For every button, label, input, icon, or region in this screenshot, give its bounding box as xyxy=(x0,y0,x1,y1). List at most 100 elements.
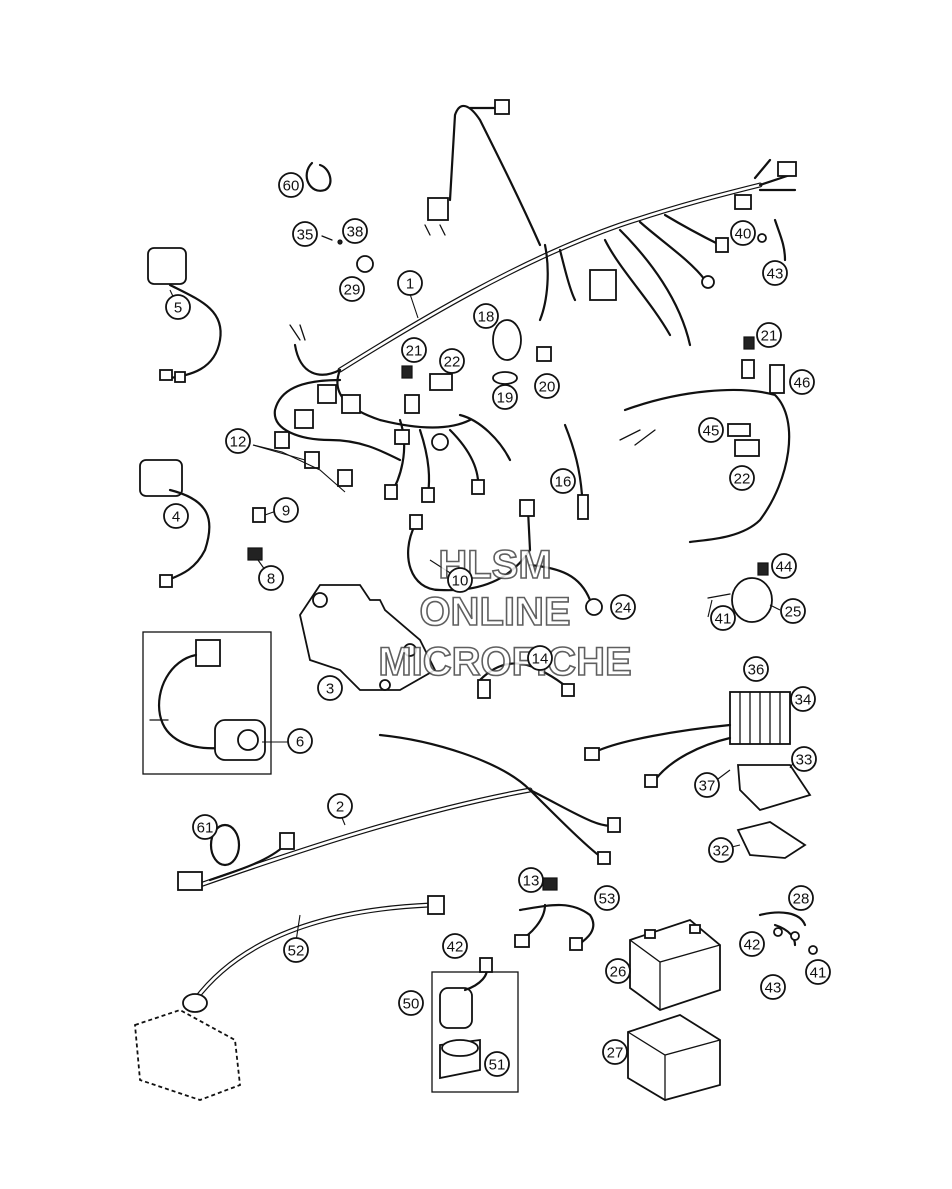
callout-35: 35 xyxy=(292,221,318,247)
handlebar-switch-5 xyxy=(147,247,222,383)
callout-circle xyxy=(610,594,636,620)
callout-22: 22 xyxy=(729,465,755,491)
battery-26 xyxy=(629,918,721,1012)
callout-2: 2 xyxy=(327,793,353,819)
callout-circle xyxy=(398,990,424,1016)
callout-3: 3 xyxy=(317,675,343,701)
callout-label: 41 xyxy=(715,611,732,628)
callout-circle xyxy=(273,497,299,523)
callout-label: 16 xyxy=(555,474,572,491)
callout-8: 8 xyxy=(258,565,284,591)
callout-26: 26 xyxy=(605,958,631,984)
callout-13: 13 xyxy=(518,867,544,893)
handlebar-switch-4 xyxy=(139,459,211,588)
callout-circle xyxy=(788,885,814,911)
callout-label: 43 xyxy=(767,266,784,283)
watermark-line-2: ONLINE xyxy=(419,590,570,634)
callout-circle xyxy=(492,384,518,410)
callout-label: 21 xyxy=(406,343,423,360)
callout-circle xyxy=(192,814,218,840)
callout-14: 14 xyxy=(527,645,553,671)
callout-label: 44 xyxy=(776,559,793,576)
callout-28: 28 xyxy=(788,885,814,911)
mounting-bracket-3 xyxy=(299,584,437,691)
callout-circle xyxy=(163,503,189,529)
starter-relay-assembly xyxy=(431,957,519,1093)
callout-circle xyxy=(730,220,756,246)
watermark: HLSM ONLINE MICROFICHE xyxy=(378,542,633,685)
callout-9: 9 xyxy=(273,497,299,523)
callout-circle xyxy=(258,565,284,591)
callout-25: 25 xyxy=(780,598,806,624)
watermark-line-3: MICROFICHE xyxy=(378,640,631,684)
switch-assembly-6 xyxy=(142,631,272,775)
callout-label: 37 xyxy=(699,778,716,795)
callout-32: 32 xyxy=(708,837,734,863)
callout-circle xyxy=(278,172,304,198)
callout-label: 34 xyxy=(795,692,812,709)
small-parts xyxy=(247,161,787,576)
callout-label: 3 xyxy=(326,681,334,698)
callout-circle xyxy=(397,270,423,296)
callout-label: 52 xyxy=(288,943,305,960)
callout-circle xyxy=(791,746,817,772)
callout-circle xyxy=(484,1051,510,1077)
callout-label: 8 xyxy=(267,571,275,588)
regulator-34 xyxy=(584,691,791,788)
sub-harness-2 xyxy=(177,733,621,891)
callout-circle xyxy=(789,369,815,395)
callout-circle xyxy=(762,260,788,286)
callout-24: 24 xyxy=(610,594,636,620)
callout-label: 13 xyxy=(523,873,540,890)
callout-5: 5 xyxy=(165,294,191,320)
callout-46: 46 xyxy=(789,369,815,395)
callout-label: 35 xyxy=(297,227,314,244)
callout-label: 1 xyxy=(406,276,414,293)
battery-case-27 xyxy=(627,1014,721,1101)
callout-label: 25 xyxy=(785,604,802,621)
callout-12: 12 xyxy=(225,428,251,454)
callout-label: 2 xyxy=(336,799,344,816)
callout-38: 38 xyxy=(342,218,368,244)
callout-label: 33 xyxy=(796,752,813,769)
callout-circle xyxy=(743,656,769,682)
battery-leads-28 xyxy=(758,911,818,955)
callout-18: 18 xyxy=(473,303,499,329)
callout-circle xyxy=(401,337,427,363)
callout-label: 20 xyxy=(539,379,556,396)
callout-circle xyxy=(473,303,499,329)
callout-label: 22 xyxy=(734,471,751,488)
callout-circle xyxy=(287,728,313,754)
callout-circle xyxy=(756,322,782,348)
callout-label: 27 xyxy=(607,1045,624,1062)
callout-label: 19 xyxy=(497,390,514,407)
callout-circle xyxy=(780,598,806,624)
callout-60: 60 xyxy=(278,172,304,198)
callout-circle xyxy=(317,675,343,701)
callout-1: 1 xyxy=(397,270,423,296)
cover-32 xyxy=(736,821,807,859)
callout-42: 42 xyxy=(442,933,468,959)
callout-6: 6 xyxy=(287,728,313,754)
callout-21: 21 xyxy=(756,322,782,348)
callout-label: 43 xyxy=(765,980,782,997)
callout-circle xyxy=(710,605,736,631)
callout-circle xyxy=(534,373,560,399)
callout-circle xyxy=(447,567,473,593)
callout-circle xyxy=(339,276,365,302)
callout-34: 34 xyxy=(790,686,816,712)
sub-harness-46 xyxy=(619,359,791,544)
callout-circle xyxy=(165,294,191,320)
callout-label: 45 xyxy=(703,423,720,440)
callout-circle xyxy=(605,958,631,984)
callout-29: 29 xyxy=(339,276,365,302)
callout-52: 52 xyxy=(283,937,309,963)
callout-42: 42 xyxy=(739,931,765,957)
callout-circle xyxy=(518,867,544,893)
callout-label: 26 xyxy=(610,964,627,981)
callout-circle xyxy=(739,931,765,957)
callout-label: 24 xyxy=(615,600,632,617)
